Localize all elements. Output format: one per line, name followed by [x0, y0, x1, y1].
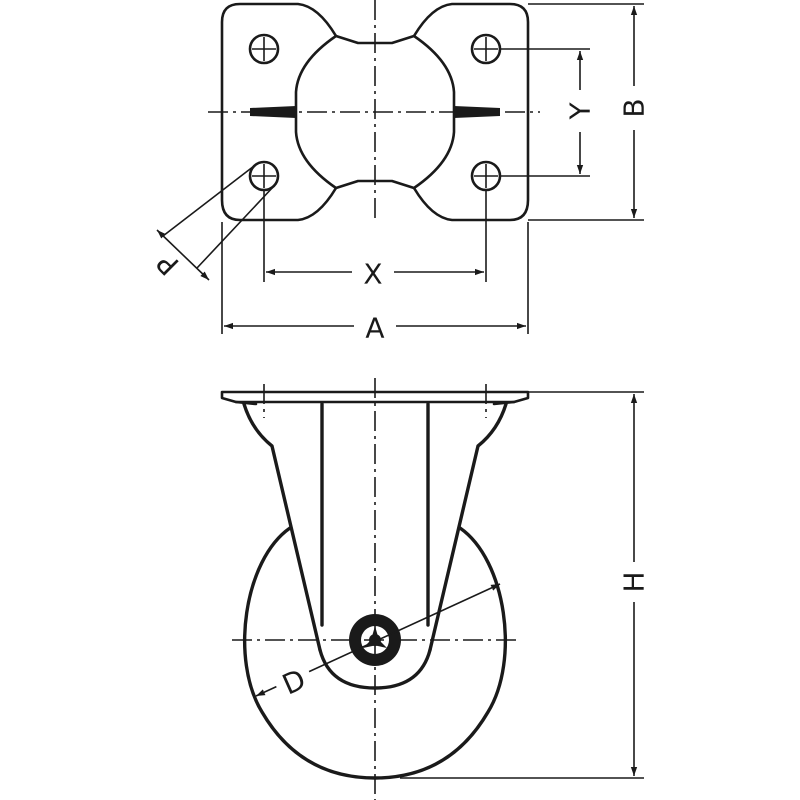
bolt-hole-top-right [470, 33, 502, 65]
dim-p-tangent-line-2 [196, 185, 275, 269]
dim-label-h: H [618, 571, 651, 592]
dim-label-x: X [363, 258, 382, 291]
fork-left-leg-outer [242, 402, 322, 652]
side-plate-ear-left [234, 400, 258, 406]
top-view [208, 0, 540, 222]
mounting-plate-outline [220, 2, 530, 222]
bolt-hole-top-left [248, 33, 280, 65]
side-view-dimensions: H D [255, 391, 651, 779]
dim-label-y: Y [564, 102, 597, 121]
bolt-hole-bottom-left [248, 160, 280, 192]
side-view [220, 378, 530, 800]
dim-label-b: B [618, 98, 651, 117]
dim-p-tangent-line-1 [162, 165, 255, 237]
dim-p-line [156, 229, 210, 281]
left-rib [250, 106, 296, 118]
dim-label-a: A [365, 312, 384, 345]
bolt-hole-bottom-right [470, 160, 502, 192]
fork-right-leg-outer [428, 402, 508, 652]
top-view-dimensions: B Y X A P [150, 3, 651, 345]
side-plate-ear-right [492, 400, 516, 406]
